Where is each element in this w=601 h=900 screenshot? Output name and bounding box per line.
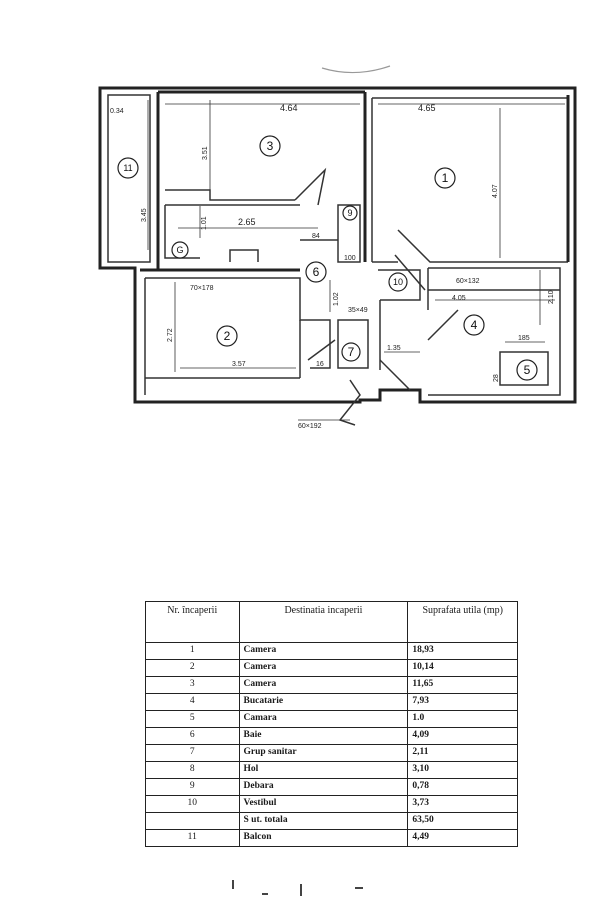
balcony-wall [107,94,151,263]
table-header-row: Nr. încaperii Destinatia incaperii Supra… [145,601,518,643]
room-number-cell: 3 [145,676,240,694]
floor-plan: 3 1 11 2 6 7 4 5 9 10 G 0.34 4.64 4.65 3… [98,65,577,430]
room-9-label: 9 [347,208,352,218]
dim-label: 35×49 [348,307,368,314]
room-area-cell: 4,09 [407,727,518,745]
room-3-label: 3 [267,139,274,153]
room-number-cell: 10 [145,795,240,813]
room-area-table: Nr. încaperii Destinatia incaperii Supra… [145,601,518,847]
room-5-label: 5 [524,363,531,377]
table-row: 6 Baie 4,09 [145,727,518,745]
room-area-cell: 10,14 [407,659,518,677]
room-name-cell: Bucatarie [238,693,409,711]
scan-mark [262,893,268,895]
room-1-label: 1 [442,171,449,185]
header-usable-area: Suprafata utila (mp) [407,601,518,643]
room-number-cell: 9 [145,778,240,796]
dim-label: 3.51 [202,146,209,160]
room-name-cell: Debara [238,778,409,796]
dim-label: 3.45 [141,208,148,222]
total-label-cell: S ut. totala [238,812,409,830]
dim-label: 28 [493,374,500,382]
room-name-cell: Vestibul [238,795,409,813]
outer-wall [98,86,577,404]
scan-mark [232,880,234,889]
room-number-cell: 2 [145,659,240,677]
table-row: 5 Camara 1.0 [145,710,518,728]
dim-label: 16 [316,361,324,368]
table-total-row: S ut. totala 63,50 [145,812,518,830]
table-row: 2 Camera 10,14 [145,659,518,677]
room-11-label: 11 [123,163,132,173]
dim-label: 1.01 [201,216,208,230]
room-area-cell: 0,78 [407,778,518,796]
room-number-cell: 7 [145,744,240,762]
room-10-label: 10 [393,277,403,287]
scan-mark [300,884,302,896]
room-area-cell: 3,73 [407,795,518,813]
room-name-cell: Camara [238,710,409,728]
dim-label: 4.07 [492,184,499,198]
dim-label: 4.65 [418,103,436,113]
room-7-label: 7 [348,345,355,359]
room-g-label: G [176,245,183,255]
dim-label: 3.57 [232,361,246,368]
room-area-cell: 1.0 [407,710,518,728]
room-name-cell: Camera [238,659,409,677]
room-area-cell: 18,93 [407,642,518,660]
table-row: 8 Hol 3,10 [145,761,518,779]
table-row: 4 Bucatarie 7,93 [145,693,518,711]
dim-label: 2.72 [167,328,174,342]
room-name-cell: Camera [238,642,409,660]
room-area-cell: 2,11 [407,744,518,762]
room-6-label: 6 [313,265,320,279]
dim-label: 2.10 [548,290,555,304]
room-area-cell: 7,93 [407,693,518,711]
dim-label: 84 [312,233,320,240]
room-area-cell: 3,10 [407,761,518,779]
room-name-cell: Baie [238,727,409,745]
dim-label: 60×192 [298,423,322,430]
room-name-cell: Balcon [238,829,409,847]
room-area-cell: 11,65 [407,676,518,694]
dim-label: 4.64 [280,103,298,113]
dim-label: 70×178 [190,285,214,292]
room-name-cell: Hol [238,761,409,779]
dim-label: 1.35 [387,345,401,352]
room-name-cell: Grup sanitar [238,744,409,762]
header-room-number: Nr. încaperii [145,601,240,643]
room-4-label: 4 [471,318,478,332]
table-row: 1 Camera 18,93 [145,642,518,660]
table-row: 7 Grup sanitar 2,11 [145,744,518,762]
table-row: 9 Debara 0,78 [145,778,518,796]
header-room-destination: Destinatia incaperii [238,601,409,643]
scan-mark [355,887,363,889]
room-number-cell: 8 [145,761,240,779]
room-number-cell: 6 [145,727,240,745]
dim-label: 4.05 [452,295,466,302]
room-number-cell [145,812,240,830]
dim-label: 185 [518,335,530,342]
table-row: 10 Vestibul 3,73 [145,795,518,813]
room-2-label: 2 [224,329,231,343]
dim-label: 1.02 [333,292,340,306]
room-number-cell: 11 [145,829,240,847]
table-row: 3 Camera 11,65 [145,676,518,694]
dim-label: 100 [344,255,356,262]
table-row: 11 Balcon 4,49 [145,829,518,847]
room-number-cell: 4 [145,693,240,711]
dim-label: 2.65 [238,217,256,227]
room-number-cell: 1 [145,642,240,660]
room-name-cell: Camera [238,676,409,694]
dim-label: 60×132 [456,278,480,285]
total-area-cell: 63,50 [407,812,518,830]
dim-label: 0.34 [110,108,124,115]
room-number-cell: 5 [145,710,240,728]
room-area-cell: 4,49 [407,829,518,847]
